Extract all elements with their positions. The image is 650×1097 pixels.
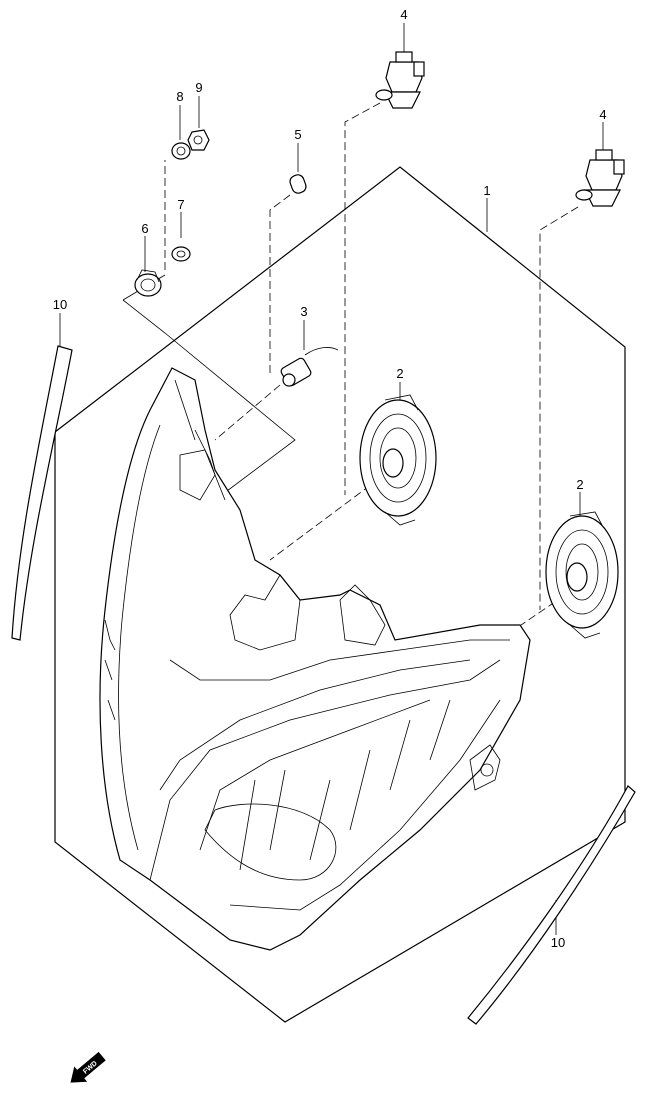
bulb-right <box>575 149 625 207</box>
label-position-bulb: 5 <box>294 127 301 142</box>
headlamp-housing <box>99 367 531 951</box>
seal-right <box>467 785 636 1025</box>
label-position-socket: 3 <box>300 304 307 319</box>
nut-9 <box>187 129 210 151</box>
label-socket-right: 2 <box>576 477 583 492</box>
label-bulb-right: 4 <box>599 107 606 122</box>
nut-7 <box>171 246 191 262</box>
label-nut-7: 7 <box>177 197 184 212</box>
label-socket-left: 2 <box>396 366 403 381</box>
label-washer-8: 8 <box>176 89 183 104</box>
seal-left <box>11 345 73 641</box>
socket-left <box>359 394 437 526</box>
adjuster <box>134 269 162 297</box>
label-seal-left: 10 <box>53 297 67 312</box>
socket-right <box>545 511 619 639</box>
label-nut-9: 9 <box>195 80 202 95</box>
leader-lines <box>59 23 604 935</box>
label-adjuster: 6 <box>141 221 148 236</box>
label-bulb-top: 4 <box>400 7 407 22</box>
fwd-arrow-icon: FWD <box>70 1051 106 1083</box>
position-socket <box>280 347 339 387</box>
label-housing: 1 <box>483 183 490 198</box>
position-bulb <box>289 174 307 194</box>
label-seal-right: 10 <box>551 935 565 950</box>
bulb-top <box>375 51 425 109</box>
washer-8 <box>171 142 191 160</box>
